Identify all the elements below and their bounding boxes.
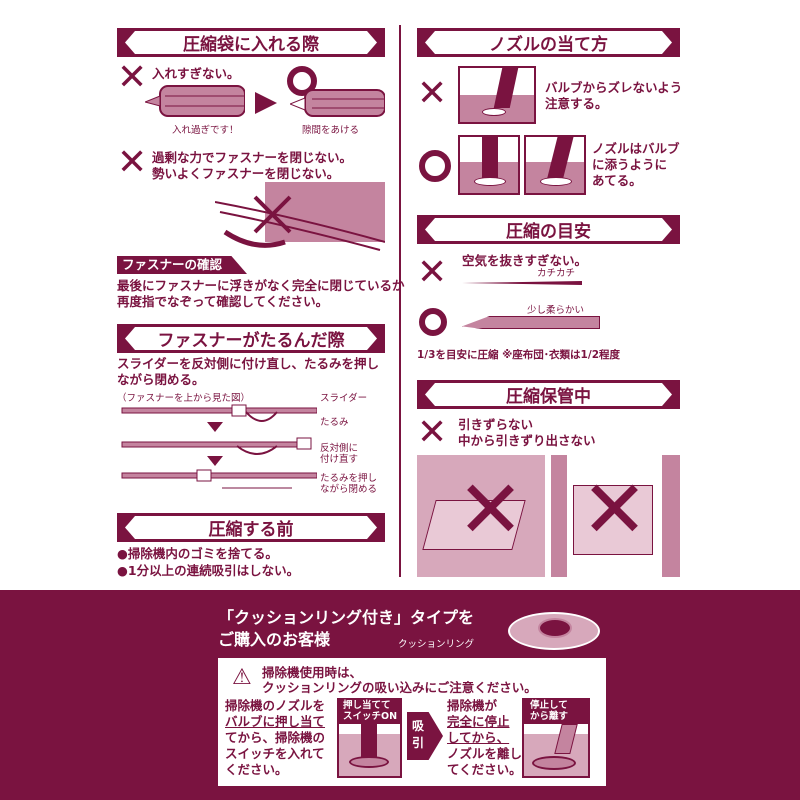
ng-label: カチカチ [537,268,576,279]
warning-text: クッションリングの吸い込みにご注意ください。 [262,680,537,695]
cushion-ring-illustration [508,612,600,650]
arrow-right-icon [255,92,277,114]
diagram-label: たるみを押し [320,473,378,484]
instruction-text: スライダーを反対側に付け直し、たるみを押し [117,356,380,371]
section-header: ファスナーがたるんだ際 [117,324,385,353]
nozzle-straight-illustration [458,135,520,195]
section-header: 圧縮する前 [117,513,385,542]
diagram-label: ながら閉める [320,484,378,495]
fastener-check-label: ファスナーの確認 [117,256,247,274]
ok-mark-icon [419,150,451,182]
diagram-label: 反対側に [320,443,359,454]
section-header: 圧縮の目安 [417,215,680,244]
step2-illustration: 停止してから離す [522,698,590,778]
flat-bag-illustration [462,281,582,285]
section-header: 圧縮袋に入れる際 [117,28,385,57]
ng-mark-icon: ✕ [417,252,448,293]
check-text: 最後にファスナーに浮きがなく完全に閉じているか [117,278,405,293]
ring-label: クッションリング [398,639,475,650]
step1-illustration: 押し当ててスイッチON [337,698,402,778]
ok-text: あてる。 [592,173,642,188]
ng-text: 入れすぎない。 [152,66,240,81]
ng-text: バルブからズレないよう [545,80,683,95]
diagram-label: たるみ [320,417,349,428]
fastener-diagram [121,404,317,489]
proper-bag-illustration [290,89,385,117]
ng-mark-icon: ✕ [417,73,448,114]
soft-bag-illustration [462,316,600,329]
instruction-text: ながら閉める。 [117,372,205,387]
dragging-bag-illustration: ✕ [417,455,545,577]
section-header: 圧縮保管中 [417,380,680,409]
ok-mark-icon [419,308,447,336]
ng-text: 勢いよくファスナーを閉じない。 [152,166,340,181]
ng-text: 中から引きずり出さない [458,433,596,448]
list-item: ●1分以上の連続吸引はしない。 [117,563,300,578]
nozzle-misaligned-illustration [458,66,536,124]
ok-text: ノズルはバルブ [592,141,680,156]
forceful-zip-illustration [215,182,385,251]
ng-text: 過剰な力でファスナーを閉じない。 [152,150,353,165]
ng-mark-icon: ✕ [117,142,148,183]
column-divider [399,25,401,577]
warning-text: 掃除機使用時は、 [262,665,363,680]
ng-mark-icon: ✕ [117,57,148,98]
ng-text: 空気を抜きすぎない。 [462,253,588,268]
nozzle-angled-illustration [524,135,586,195]
caption: 入れ過ぎです！ [172,125,239,136]
step1-text: 掃除機のノズルを バルブに押し当て てから、掃除機の スイッチを入れて ください… [225,698,326,777]
overfilled-bag-illustration [145,85,245,117]
ng-text: 注意する。 [545,96,608,111]
ok-label: 少し柔らかい [527,305,585,316]
warning-icon: ⚠ [232,665,252,690]
notice-title: 「クッションリング付き」タイプを [218,608,475,627]
check-text: 再度指でなぞって確認してください。 [117,294,329,309]
notice-title: ご購入のお客様 [218,630,331,649]
ok-text: に添うように [592,157,668,172]
list-item: ●掃除機内のゴミを捨てる。 [117,546,278,561]
section-header: ノズルの当て方 [417,28,680,57]
caption: 隙間をあける [302,125,360,136]
diagram-note: （ファスナーを上から見た図） [117,393,251,404]
diagram-label: 付け直す [320,454,359,465]
compression-note: 1/3を目安に圧縮 ※座布団･衣類は1/2程度 [417,349,621,361]
ok-mark-icon [287,66,317,96]
pulling-out-bag-illustration: ✕ [551,455,680,577]
ng-text: 引きずらない [458,417,534,432]
diagram-label: スライダー [320,393,368,404]
ng-mark-icon: ✕ [417,412,448,453]
step2-text: 掃除機が 完全に停止 してから、 ノズルを離し てください。 [447,698,523,777]
